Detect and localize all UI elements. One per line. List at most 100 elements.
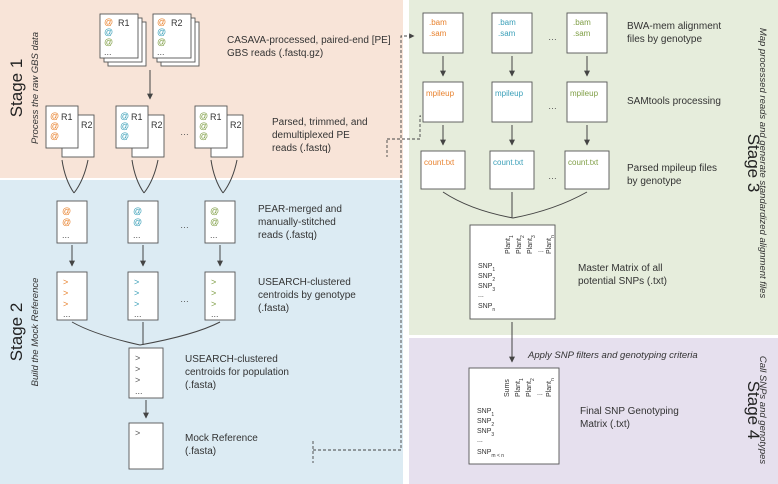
parsed-pair-teal: R1 R2 @ @ @ <box>115 105 165 158</box>
gap-ellipsis: … <box>548 171 557 181</box>
bam-file-teal: .bam .sam <box>491 12 533 54</box>
read-at-glyph: @ <box>133 206 142 216</box>
final-snp-row: SNPm < n <box>477 449 504 459</box>
read-at-glyph: @ <box>50 131 59 141</box>
fasta-gt-glyph: > <box>135 353 140 363</box>
bam-file-green: .bam .sam <box>566 12 608 54</box>
pear-file-orange: @ @ ... <box>56 200 88 244</box>
master-label-1: Master Matrix of all <box>578 263 662 274</box>
stage4-subtitle: Call SNPs and genotypes <box>757 356 768 465</box>
merge-curve <box>131 159 159 194</box>
r2-label: R2 <box>171 18 183 28</box>
ellipsis: ... <box>210 230 218 240</box>
usearch-pop-label-1: USEARCH-clustered <box>185 354 278 365</box>
pear-file-teal: @ @ ... <box>127 200 159 244</box>
count-label: count.txt <box>568 158 599 167</box>
fasta-gt-glyph: > <box>134 288 139 298</box>
r2-label: R2 <box>81 120 93 130</box>
final-col-header: Plantn <box>546 378 556 397</box>
read-at-glyph: @ <box>133 217 142 227</box>
ellipsis: ... <box>134 309 142 319</box>
count-label: count.txt <box>493 158 524 167</box>
merge-curve <box>210 159 238 194</box>
matrix-ellipsis: ... <box>538 247 544 254</box>
merge-curve-to-population <box>71 321 221 346</box>
fasta-gt-glyph: > <box>211 277 216 287</box>
fasta-gt-glyph: > <box>63 277 68 287</box>
read-at-glyph: @ <box>120 111 129 121</box>
dashed-link-mock-to-stage3 <box>312 36 414 463</box>
ellipsis: ... <box>157 47 165 57</box>
final-snp-row: SNP3 <box>477 428 494 438</box>
pear-label-2: manually-stitched <box>258 217 336 228</box>
read-at-glyph: @ <box>104 17 113 27</box>
matrix-plant-header: Plantn <box>546 235 556 254</box>
merge-curve-to-master <box>442 191 588 219</box>
matrix-snp-row: SNP3 <box>478 283 495 293</box>
final-snp-row: SNP2 <box>477 418 494 428</box>
mpileup-file-green: mpileup <box>566 81 608 123</box>
stage1-subtitle: Process the raw GBS data <box>30 32 41 144</box>
matrix-plant-header: Plant1 <box>505 235 515 254</box>
final-label-2: Matrix (.txt) <box>580 419 630 430</box>
read-at-glyph: @ <box>210 217 219 227</box>
samtools-label: SAMtools processing <box>627 96 721 107</box>
final-label-1: Final SNP Genotyping <box>580 406 679 417</box>
parsed-label-3: reads (.fastq) <box>272 143 331 154</box>
usearch-pop-label-3: (.fasta) <box>185 380 216 391</box>
matrix-snp-row: SNPn <box>478 303 495 313</box>
raw-reads-r2-stack: R2 @ @ @ ... <box>152 13 200 67</box>
ellipsis: ... <box>135 386 143 396</box>
read-at-glyph: @ <box>157 37 166 47</box>
mock-label-2: (.fasta) <box>185 446 216 457</box>
filter-label: Apply SNP filters and genotyping criteri… <box>527 350 698 361</box>
count-label: count.txt <box>424 158 455 167</box>
read-at-glyph: @ <box>199 111 208 121</box>
matrix-snp-row: SNP2 <box>478 273 495 283</box>
usearch-genotype-orange: > > > ... <box>56 271 88 321</box>
mpileup-label: mpileup <box>426 89 455 98</box>
mpileup-file-teal: mpileup <box>491 81 533 123</box>
final-col-header: Plant2 <box>526 378 536 397</box>
stage3-subtitle: Map processed reads and generate standar… <box>757 28 768 299</box>
sam-label: .sam <box>573 29 591 38</box>
stage1-panel <box>0 0 403 178</box>
bam-label: .bam <box>573 18 591 27</box>
fasta-gt-glyph: > <box>134 299 139 309</box>
ellipsis: ... <box>211 309 219 319</box>
ellipsis: ... <box>104 47 112 57</box>
fasta-gt-glyph: > <box>135 428 140 438</box>
matrix-ellipsis: ... <box>477 437 483 444</box>
parsed-pair-green: R1 R2 @ @ @ <box>194 105 244 158</box>
pear-file-green: @ @ ... <box>204 200 236 244</box>
gap-ellipsis: … <box>548 101 557 111</box>
raw-reads-r1-stack: R1 @ @ @ ... <box>99 13 147 67</box>
usearch-population-file: > > > ... <box>128 347 164 399</box>
r1-label: R1 <box>210 112 222 122</box>
parsed-pair-orange: R1 R2 @ @ @ <box>45 105 95 158</box>
gap-ellipsis: … <box>180 294 189 304</box>
raw-reads-label-1: CASAVA-processed, paired-end [PE] <box>227 35 391 46</box>
fasta-gt-glyph: > <box>135 375 140 385</box>
fasta-gt-glyph: > <box>135 364 140 374</box>
matrix-snp-row: SNP1 <box>478 263 495 273</box>
matrix-plant-header: Plant2 <box>516 235 526 254</box>
stage3-title: Stage 3 <box>744 134 763 193</box>
read-at-glyph: @ <box>120 121 129 131</box>
ellipsis: ... <box>133 230 141 240</box>
matrix-ellipsis: ... <box>537 390 543 397</box>
gap-ellipsis: … <box>180 220 189 230</box>
parsed-label-1: Parsed, trimmed, and <box>272 117 368 128</box>
stage2-title: Stage 2 <box>7 303 26 362</box>
fasta-gt-glyph: > <box>63 299 68 309</box>
read-at-glyph: @ <box>50 111 59 121</box>
final-col-header: Plant1 <box>515 378 525 397</box>
r1-label: R1 <box>118 18 130 28</box>
pear-label-3: reads (.fastq) <box>258 230 317 241</box>
bwa-label-1: BWA-mem alignment <box>627 21 721 32</box>
mpileup-label: mpileup <box>495 89 524 98</box>
read-at-glyph: @ <box>104 27 113 37</box>
read-at-glyph: @ <box>199 121 208 131</box>
fasta-gt-glyph: > <box>211 299 216 309</box>
